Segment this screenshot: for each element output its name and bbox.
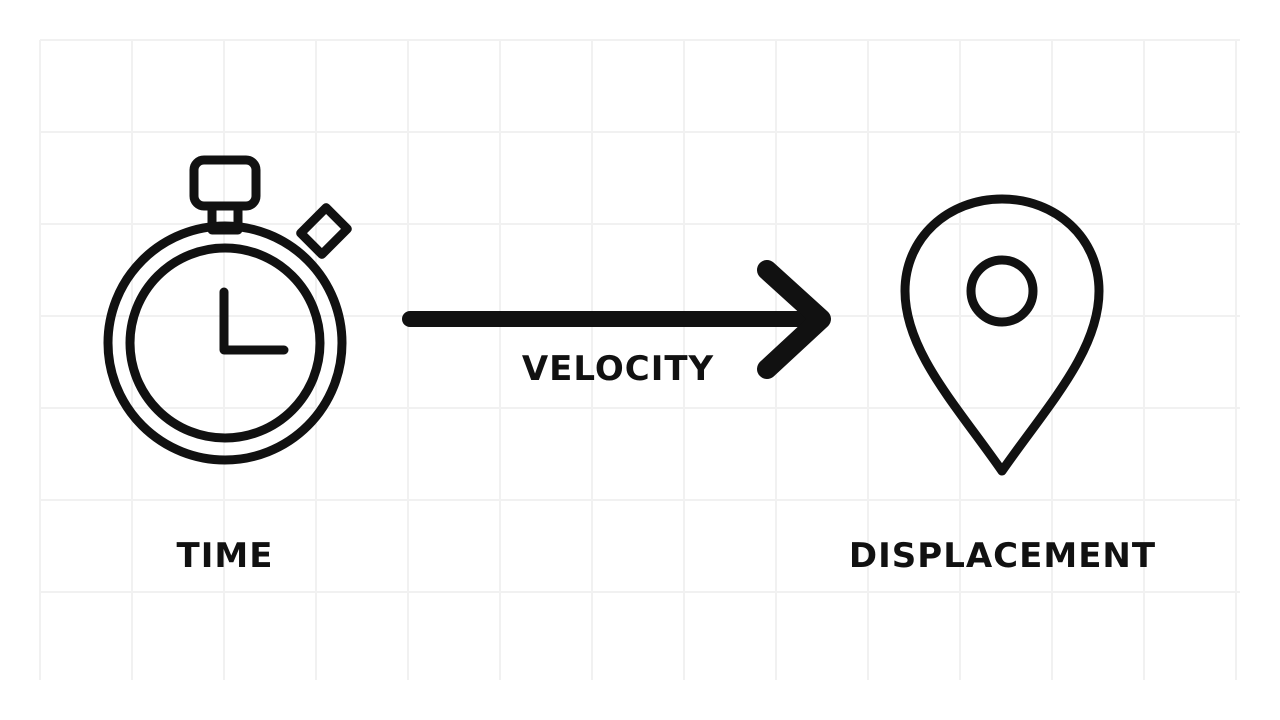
displacement-label: DISPLACEMENT — [848, 536, 1157, 576]
location-pin-icon — [900, 194, 1104, 476]
time-label: TIME — [176, 536, 274, 576]
stopwatch-icon — [103, 155, 352, 465]
arrow-right-icon — [402, 260, 831, 379]
velocity-label: VELOCITY — [521, 349, 715, 389]
